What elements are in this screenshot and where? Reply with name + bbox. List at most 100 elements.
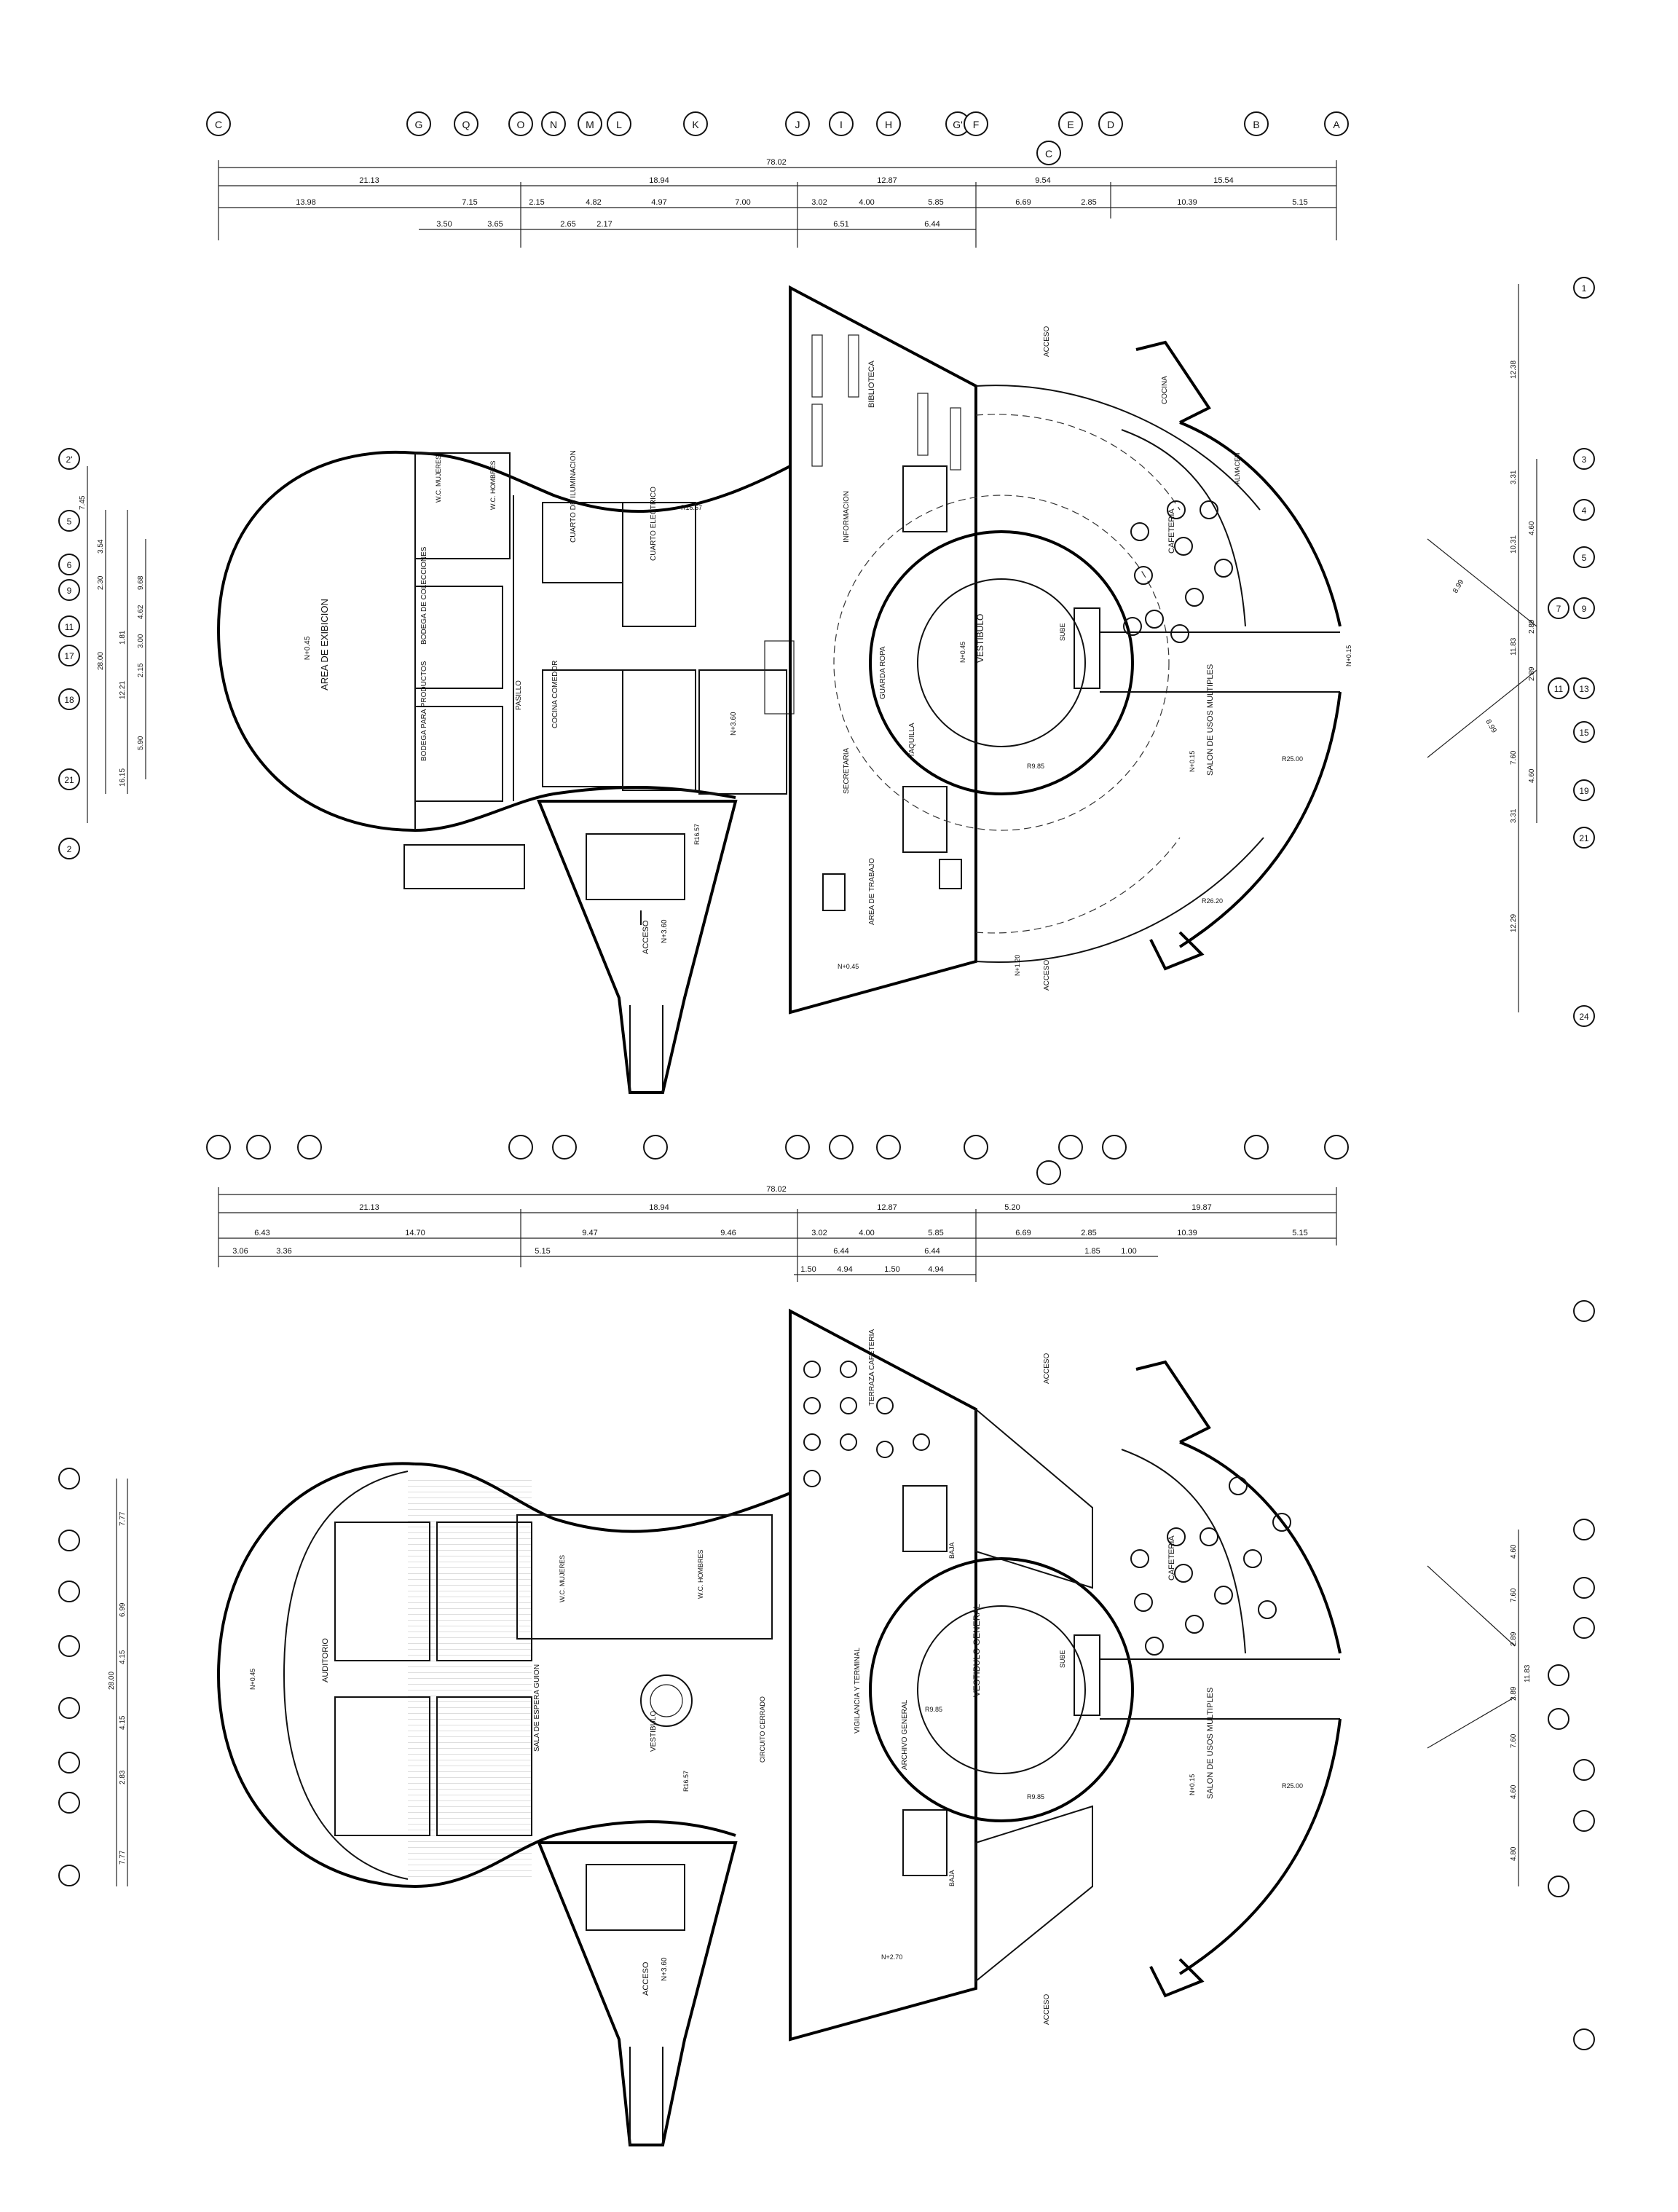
svg-text:N: N — [550, 119, 557, 130]
axis-bubble: D — [1098, 111, 1123, 136]
axis-bubble: K — [683, 111, 708, 136]
dim: 9.47 — [582, 1229, 597, 1237]
dim: 6.99 — [119, 1602, 127, 1617]
svg-text:2': 2' — [66, 454, 73, 465]
dim: 2.15 — [529, 198, 544, 207]
dim: 5.85 — [928, 1229, 943, 1237]
dim: 4.00 — [859, 1229, 874, 1237]
dim: 19.87 — [1191, 1203, 1212, 1212]
axis-bubble — [1573, 597, 1595, 619]
axis-bubble: Q — [454, 111, 478, 136]
svg-text:2: 2 — [67, 844, 72, 854]
stairs-label: BAJA — [948, 1542, 956, 1559]
dim: 2.65 — [560, 220, 575, 229]
room-label: W.C. HOMBRES — [489, 460, 497, 510]
dim: 3.31 — [1510, 808, 1518, 823]
upper-floor-plan: C G Q O N M L K J I H G' F E D C B A — [58, 111, 1595, 1094]
svg-text:24: 24 — [1579, 1012, 1589, 1022]
svg-text:I: I — [840, 119, 843, 130]
access-label: ACCESO — [642, 920, 650, 954]
axis-bubble: N — [541, 111, 566, 136]
dim: 5.15 — [535, 1247, 550, 1256]
level-label: N+0.15 — [1189, 1774, 1196, 1795]
room-label: SALA DE ESPERA GUION — [533, 1664, 541, 1752]
dim: 21.13 — [359, 176, 379, 185]
dim: 2.89 — [1510, 1632, 1518, 1646]
wc-block — [516, 1514, 773, 1640]
svg-text:15: 15 — [1579, 728, 1589, 738]
room-label: CUARTO DE ILUMINACION — [570, 450, 578, 543]
axis-bubble — [58, 579, 80, 601]
dim: 2.17 — [596, 220, 612, 229]
level-label: N+3.60 — [730, 712, 738, 736]
svg-text:K: K — [692, 119, 699, 130]
south-access: ACCESO N+3.60 — [537, 800, 738, 1094]
room-label: VESTIBULO — [975, 614, 985, 663]
room-label: CAFETERIA — [1167, 1535, 1176, 1581]
room-label: BODEGA PARA PRODUCTOS — [420, 661, 428, 761]
axis-bubble: C — [206, 111, 231, 136]
dim: 4.15 — [119, 1715, 127, 1730]
dim: 3.00 — [137, 634, 145, 648]
dim: 4.97 — [651, 198, 666, 207]
room-label: W.C. MUJERES — [559, 1555, 566, 1602]
dim: 6.44 — [924, 1247, 940, 1256]
stairs-label: SUBE — [1059, 1650, 1066, 1668]
room-label: W.C. HOMBRES — [697, 1549, 704, 1599]
radius-label: R16.57 — [682, 1771, 690, 1792]
dim: 12.21 — [119, 681, 127, 699]
level-label: N+0.45 — [249, 1669, 256, 1690]
axis-bubble — [58, 838, 80, 859]
dim: 7.15 — [462, 198, 477, 207]
dim: 21.13 — [359, 1203, 379, 1212]
dim: 1.50 — [800, 1265, 816, 1274]
dim: 6.51 — [833, 220, 848, 229]
level-label: N+3.60 — [661, 919, 669, 943]
level-label: N+2.70 — [881, 1953, 902, 1961]
dim: 2.85 — [1081, 198, 1096, 207]
radius-label: R9.85 — [925, 1706, 942, 1713]
dim: 10.39 — [1177, 198, 1197, 207]
svg-text:17: 17 — [64, 651, 74, 661]
dim: 3.06 — [232, 1247, 248, 1256]
room-label: W.C. MUJERES — [435, 455, 442, 503]
svg-text:11: 11 — [65, 622, 74, 632]
dim: 13.98 — [296, 198, 316, 207]
axis-bubble — [58, 448, 80, 470]
room-label: AREA DE TRABAJO — [868, 858, 876, 925]
dim: 12.38 — [1510, 361, 1518, 379]
svg-text:J: J — [795, 119, 800, 130]
room-label: VESTIBULO — [650, 1711, 658, 1752]
axis-bubble: F — [964, 111, 988, 136]
left-axis-lower: 7.77 6.99 4.15 28.00 4.15 2.83 7.77 — [58, 1468, 128, 1886]
dim: 3.50 — [436, 220, 452, 229]
room-label: SALON DE USOS MULTIPLES — [1206, 1688, 1215, 1799]
axis-bubble — [1573, 1005, 1595, 1027]
dim: 4.60 — [1528, 768, 1536, 783]
dim-total: 78.02 — [766, 1185, 787, 1194]
svg-text:5: 5 — [1582, 553, 1587, 563]
east-wing-lower: CAFETERIA SALON DE USOS MULTIPLES N+0.15… — [975, 1353, 1342, 2025]
dim: 6.69 — [1015, 1229, 1031, 1237]
svg-text:F: F — [973, 119, 980, 130]
dim: 4.60 — [1528, 521, 1536, 535]
svg-text:B: B — [1253, 119, 1259, 130]
access-label: ACCESO — [642, 1961, 650, 1996]
dim: 6.69 — [1015, 198, 1031, 207]
room-label: SALON DE USOS MULTIPLES — [1206, 664, 1215, 776]
svg-text:7: 7 — [1556, 604, 1561, 614]
dim: 8.99 — [1484, 718, 1497, 735]
dim: 9.54 — [1035, 176, 1050, 185]
dim: 6.44 — [924, 220, 940, 229]
radius-label: R16.57 — [693, 824, 701, 845]
dim: 18.94 — [649, 176, 669, 185]
lower-floor-plan: 78.02 21.13 18.94 12.87 5.20 19.87 6.43 … — [58, 1135, 1595, 2146]
radius-label: R26.20 — [1202, 897, 1223, 905]
exhibition-hall: AREA DE EXIBICION N+0.45 BODEGA DE COLEC… — [216, 450, 791, 889]
central-wedge-lower: TERRAZA CAFETERIA BAJA BAJA N+2.70 — [789, 1308, 977, 2042]
axis-bubble: G' — [945, 111, 970, 136]
axis-bubble — [1573, 827, 1595, 849]
stairs-label: BAJA — [948, 1870, 956, 1886]
room-label: GUARDA ROPA — [879, 646, 887, 699]
